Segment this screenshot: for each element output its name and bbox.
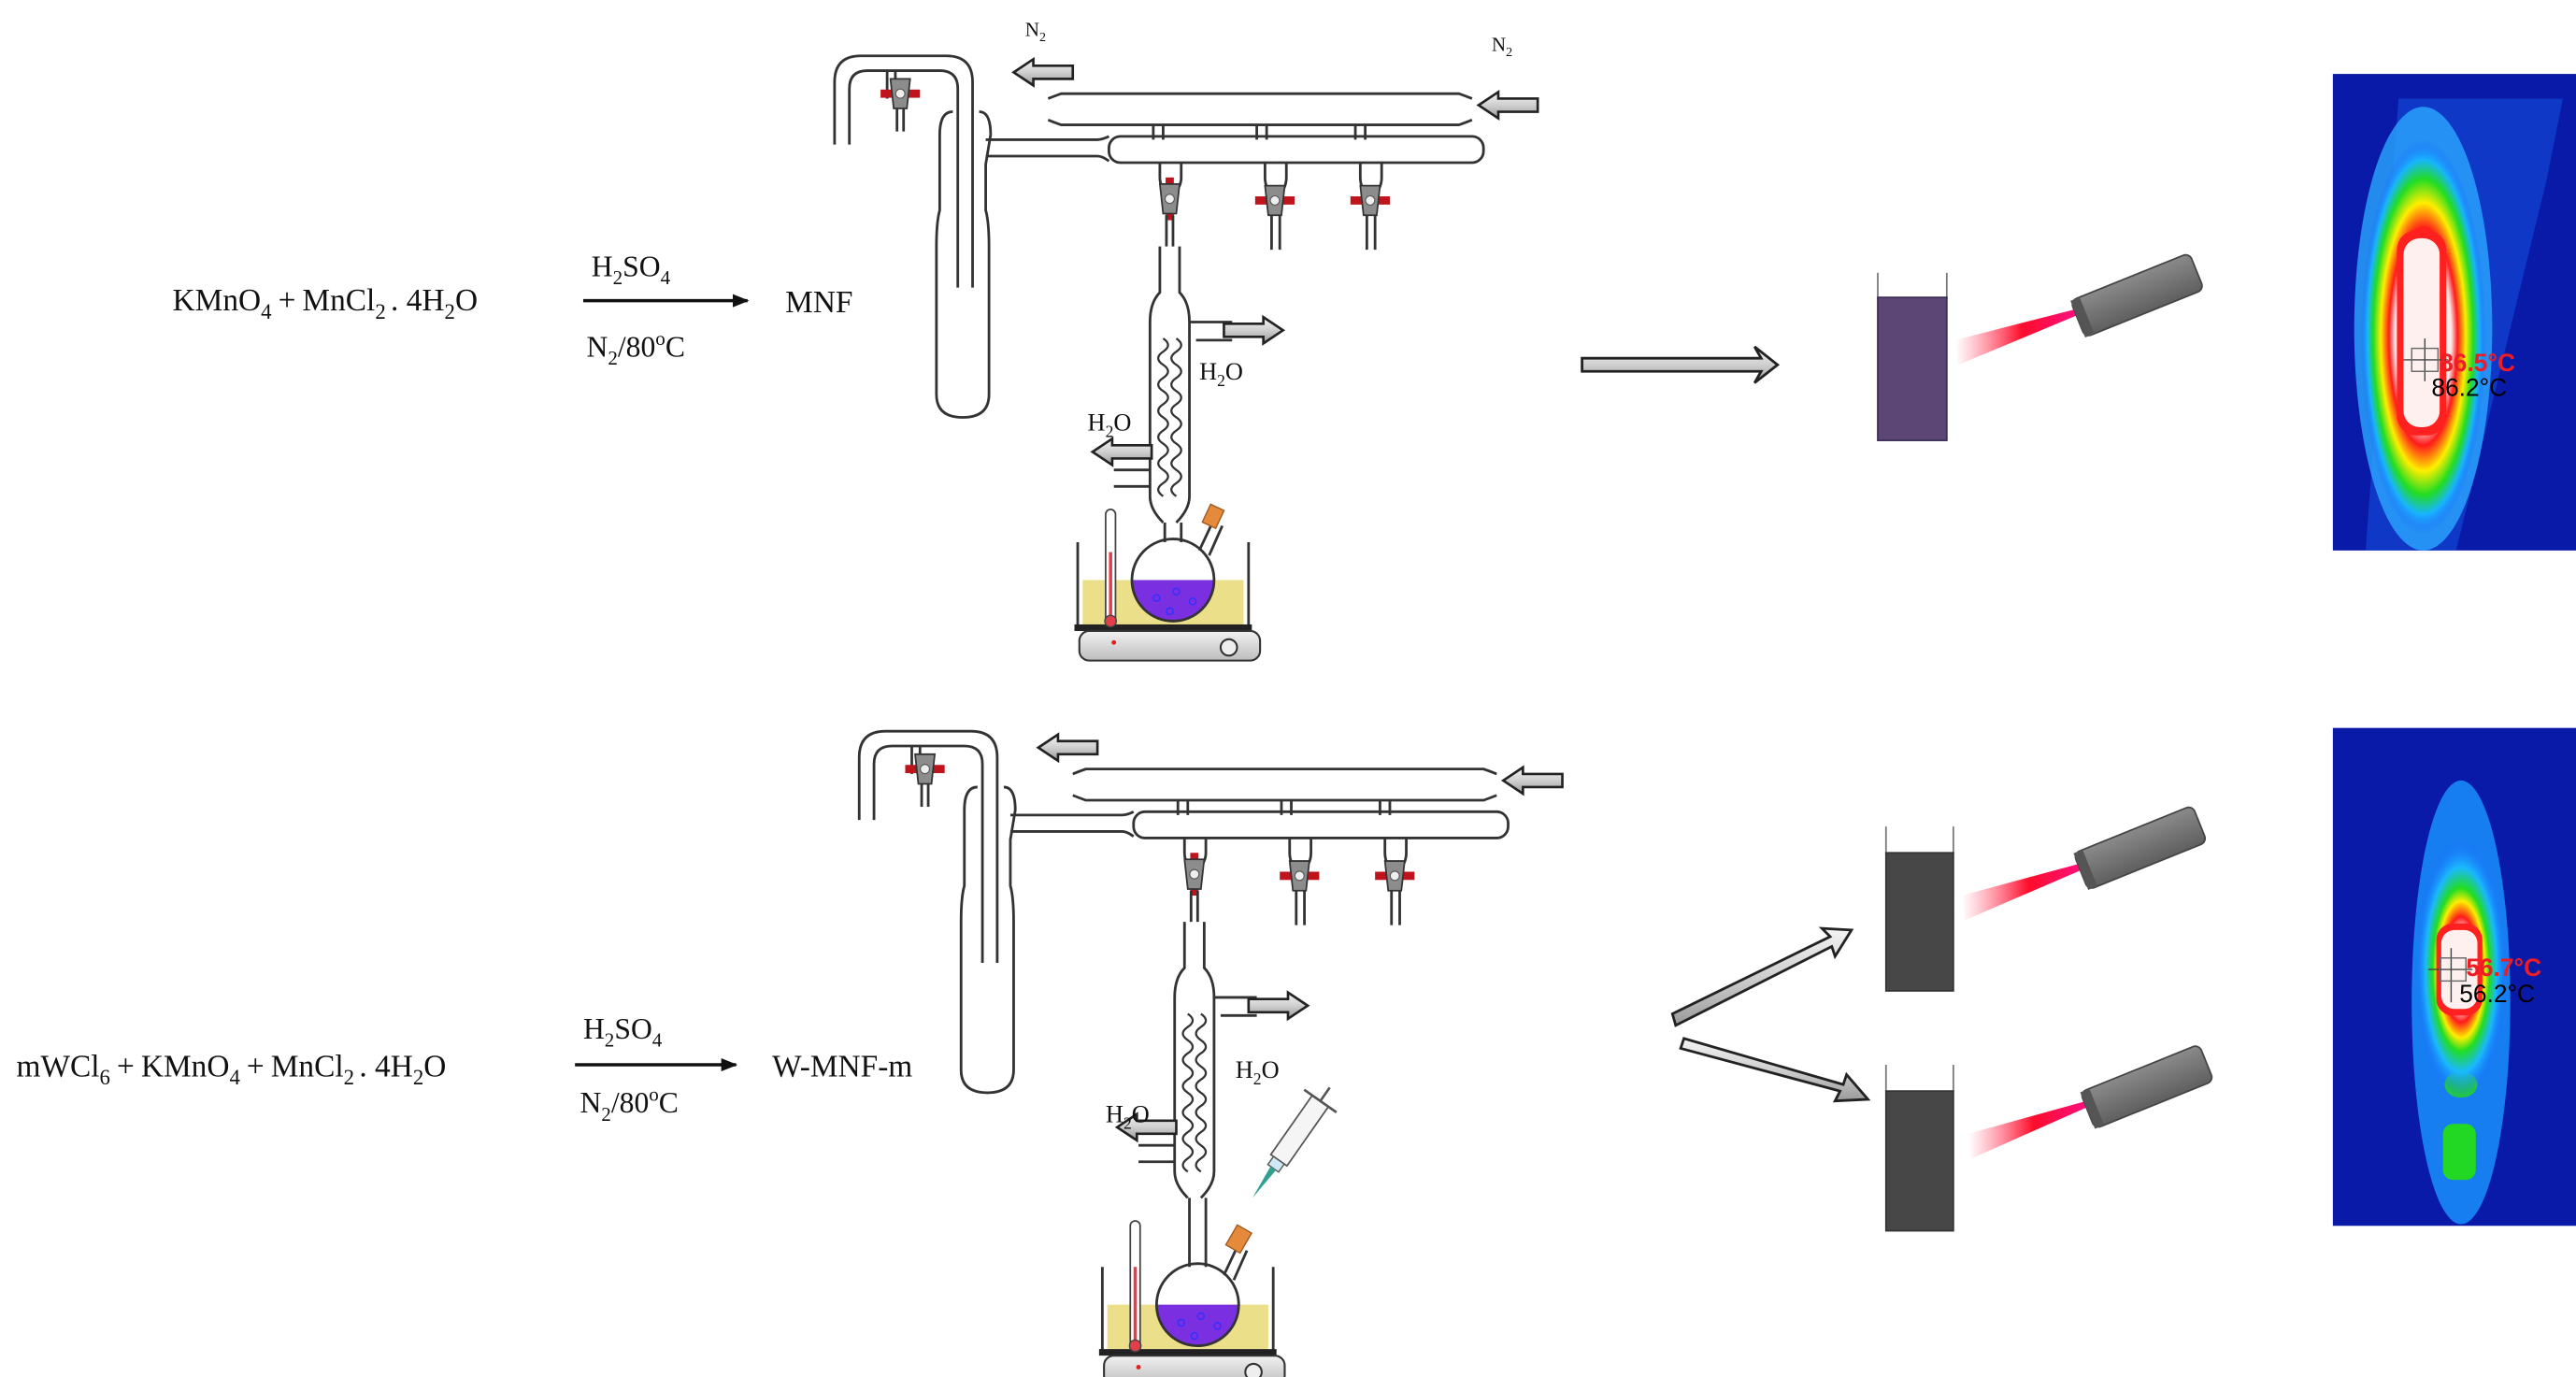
n2-label-in: N2: [1492, 33, 1512, 59]
product-wmnf: W-MNF-m: [772, 1049, 912, 1083]
thermal-image-bottom: 56.7°C 56.2°C: [2332, 727, 2576, 1226]
reaction-equation-wmnf: mWCl6+KMnO4+MnCl2. 4H2O H2SO4 N2/80oC W-…: [17, 1012, 913, 1126]
ir-thermometer-bottom-2: [2080, 1045, 2213, 1129]
reagent-h2so4-mnf: H2SO4: [592, 250, 671, 289]
ir-thermometer-bottom-1: [2073, 806, 2207, 891]
beaker-measurement-bottom-1: [1884, 806, 2207, 992]
water-out-arrow-top: [1223, 315, 1285, 345]
thermal-center-temp-bottom: 56.2°C: [2459, 980, 2535, 1008]
water-label-right-top: H2O: [1199, 358, 1243, 390]
ir-beam: [1961, 862, 2083, 921]
water-label-left-top: H2O: [1088, 409, 1132, 441]
n2-label-out: N2: [1025, 19, 1046, 45]
schlenk-apparatus-bottom: H2O H2O: [857, 729, 1564, 1377]
n2-out-arrow-top: [1012, 57, 1075, 87]
reagent-h2so4-wmnf: H2SO4: [583, 1012, 663, 1052]
process-arrow-up: [1670, 926, 1854, 1027]
stopcock-manifold-1b: [1183, 852, 1206, 896]
reactants-mnf: KMnO4+MnCl2. 4H2O: [173, 283, 478, 323]
thermal-image-top: 86.5°C 86.2°C: [2332, 74, 2576, 551]
process-arrow-down: [1679, 1037, 1871, 1103]
process-arrow-top: [1581, 345, 1781, 384]
ir-beam: [1954, 308, 2077, 366]
condition-n2-80c-wmnf: N2/80oC: [580, 1083, 678, 1126]
thermal-max-temp-bottom: 56.7°C: [2466, 954, 2541, 982]
thermal-center-temp-top: 86.2°C: [2431, 374, 2507, 402]
stopcock-manifold-2b: [1279, 860, 1321, 892]
schlenk-apparatus-top: H2O H2O N2 N2: [833, 19, 1539, 662]
beaker-measurement-bottom-2: [1884, 1045, 2213, 1232]
product-mnf: MNF: [785, 285, 852, 320]
beaker-dark-2: [1884, 1090, 1954, 1232]
n2-out-arrow-bottom: [1037, 733, 1099, 763]
panel-bottom: mWCl6+KMnO4+MnCl2. 4H2O H2SO4 N2/80oC W-…: [17, 727, 2576, 1377]
water-label-left-bottom: H2O: [1106, 1101, 1150, 1133]
n2-in-arrow-bottom: [1501, 766, 1564, 796]
ir-beam: [1968, 1100, 2087, 1159]
syringe: [1252, 1086, 1338, 1198]
heated-flask-bottom: [1098, 1198, 1286, 1377]
water-out-arrow-bottom: [1247, 991, 1309, 1021]
n2-in-arrow-top: [1477, 91, 1539, 120]
water-label-right-bottom: H2O: [1236, 1056, 1280, 1088]
heated-flask-top: [1074, 503, 1262, 662]
reaction-equation-mnf: KMnO4+MnCl2. 4H2O H2SO4 N2/80oC MNF: [173, 250, 853, 369]
hotplate-bottom: [1103, 1355, 1286, 1377]
beaker-dark-1: [1884, 852, 1954, 992]
panel-top: KMnO4+MnCl2. 4H2O H2SO4 N2/80oC MNF: [173, 19, 2576, 662]
reactants-wmnf: mWCl6+KMnO4+MnCl2. 4H2O: [17, 1049, 447, 1089]
water-in-arrow-top: [1091, 437, 1153, 466]
thermal-max-temp-top: 86.5°C: [2440, 349, 2515, 377]
condition-n2-80c-mnf: N2/80oC: [586, 327, 684, 369]
ir-thermometer-top: [2070, 253, 2203, 337]
stopcock-manifold-2: [1253, 184, 1295, 217]
stopcock-manifold-3: [1349, 184, 1391, 217]
stopcock-manifold-1: [1159, 176, 1181, 222]
beaker-measurement-top: [1877, 253, 2203, 441]
beaker-purple: [1877, 296, 1948, 441]
hotplate-top: [1078, 629, 1262, 662]
stopcock-manifold-3b: [1374, 860, 1416, 892]
